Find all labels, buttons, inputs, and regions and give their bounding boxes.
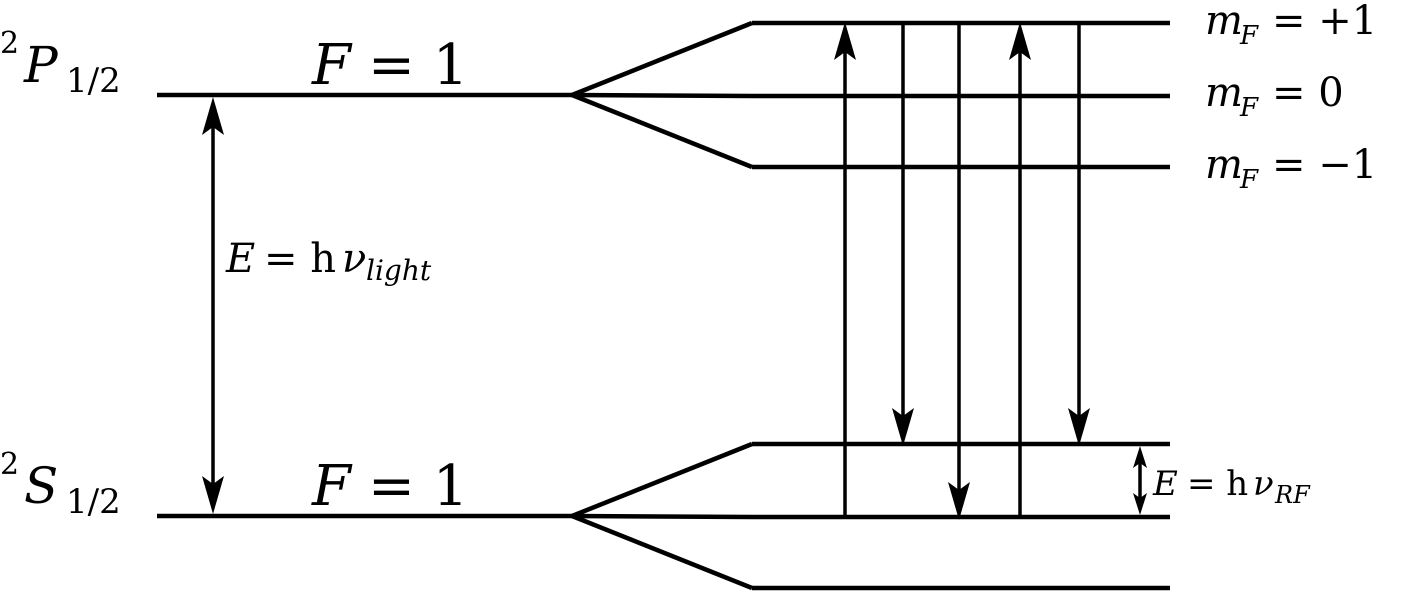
light-energy-label: E = h ν light	[225, 236, 432, 287]
upper-term-letter: P	[23, 36, 59, 94]
rf-energy-eq: = h	[1187, 464, 1248, 504]
upper-term-sub: 1/2	[66, 61, 121, 101]
rf-energy-sub: RF	[1274, 481, 1311, 509]
transition-up-arrow-1	[834, 22, 856, 517]
transition-up-arrow-2	[1009, 22, 1031, 517]
lower-term-label: 2 S 1/2	[0, 447, 121, 522]
light-energy-sub: light	[366, 254, 432, 287]
upper-F-var: F	[311, 33, 353, 98]
lower-F-eq: = 1	[368, 454, 468, 519]
rf-energy-lhs: E	[1152, 464, 1178, 504]
upper-term-sup: 2	[0, 26, 19, 61]
lower-term-sub: 1/2	[66, 482, 121, 522]
rf-energy-nu: ν	[1253, 464, 1274, 504]
mF-plus1-eq: = +1	[1272, 0, 1377, 44]
light-energy-nu: ν	[342, 236, 366, 282]
upper-F-eq: = 1	[368, 33, 468, 98]
mF-minus1-sub: F	[1239, 165, 1259, 195]
lower-term-sup: 2	[0, 447, 19, 482]
mF-0-label: m F = 0	[1205, 70, 1344, 123]
mF-plus1-var: m	[1205, 0, 1243, 44]
mF-0-eq: = 0	[1272, 70, 1344, 116]
rf-energy-label: E = h ν RF	[1152, 464, 1311, 509]
mF-0-var: m	[1205, 70, 1243, 116]
lower-split-line-bottom	[571, 513, 753, 591]
light-energy-lhs: E	[225, 236, 255, 282]
upper-split-line-top	[571, 20, 753, 98]
upper-level-group	[157, 20, 1170, 170]
mF-minus1-var: m	[1205, 142, 1243, 188]
lower-F-var: F	[311, 454, 353, 519]
mF-minus1-eq: = −1	[1272, 142, 1377, 188]
lower-term-letter: S	[24, 457, 58, 515]
lower-split-line-top	[571, 441, 753, 519]
lower-F-label: F = 1	[311, 454, 468, 519]
transition-arrows	[834, 22, 1090, 520]
mF-plus1-label: m F = +1	[1205, 0, 1377, 51]
mF-minus1-label: m F = −1	[1205, 142, 1377, 195]
rf-transition-arrow	[1133, 446, 1147, 515]
lower-split-line-mid	[571, 513, 753, 520]
lower-level-group	[157, 441, 1170, 591]
transition-down-arrow-2	[948, 23, 970, 520]
transition-down-arrow-3	[1068, 23, 1090, 446]
transition-down-arrow-1	[892, 23, 914, 446]
upper-F-label: F = 1	[311, 33, 468, 98]
upper-term-label: 2 P 1/2	[0, 26, 121, 101]
light-transition-arrow	[202, 97, 224, 514]
upper-split-line-bottom	[571, 92, 753, 170]
mF-plus1-sub: F	[1239, 21, 1259, 51]
upper-split-line-mid	[571, 92, 753, 99]
light-energy-eq: = h	[264, 236, 336, 282]
mF-0-sub: F	[1239, 93, 1259, 123]
